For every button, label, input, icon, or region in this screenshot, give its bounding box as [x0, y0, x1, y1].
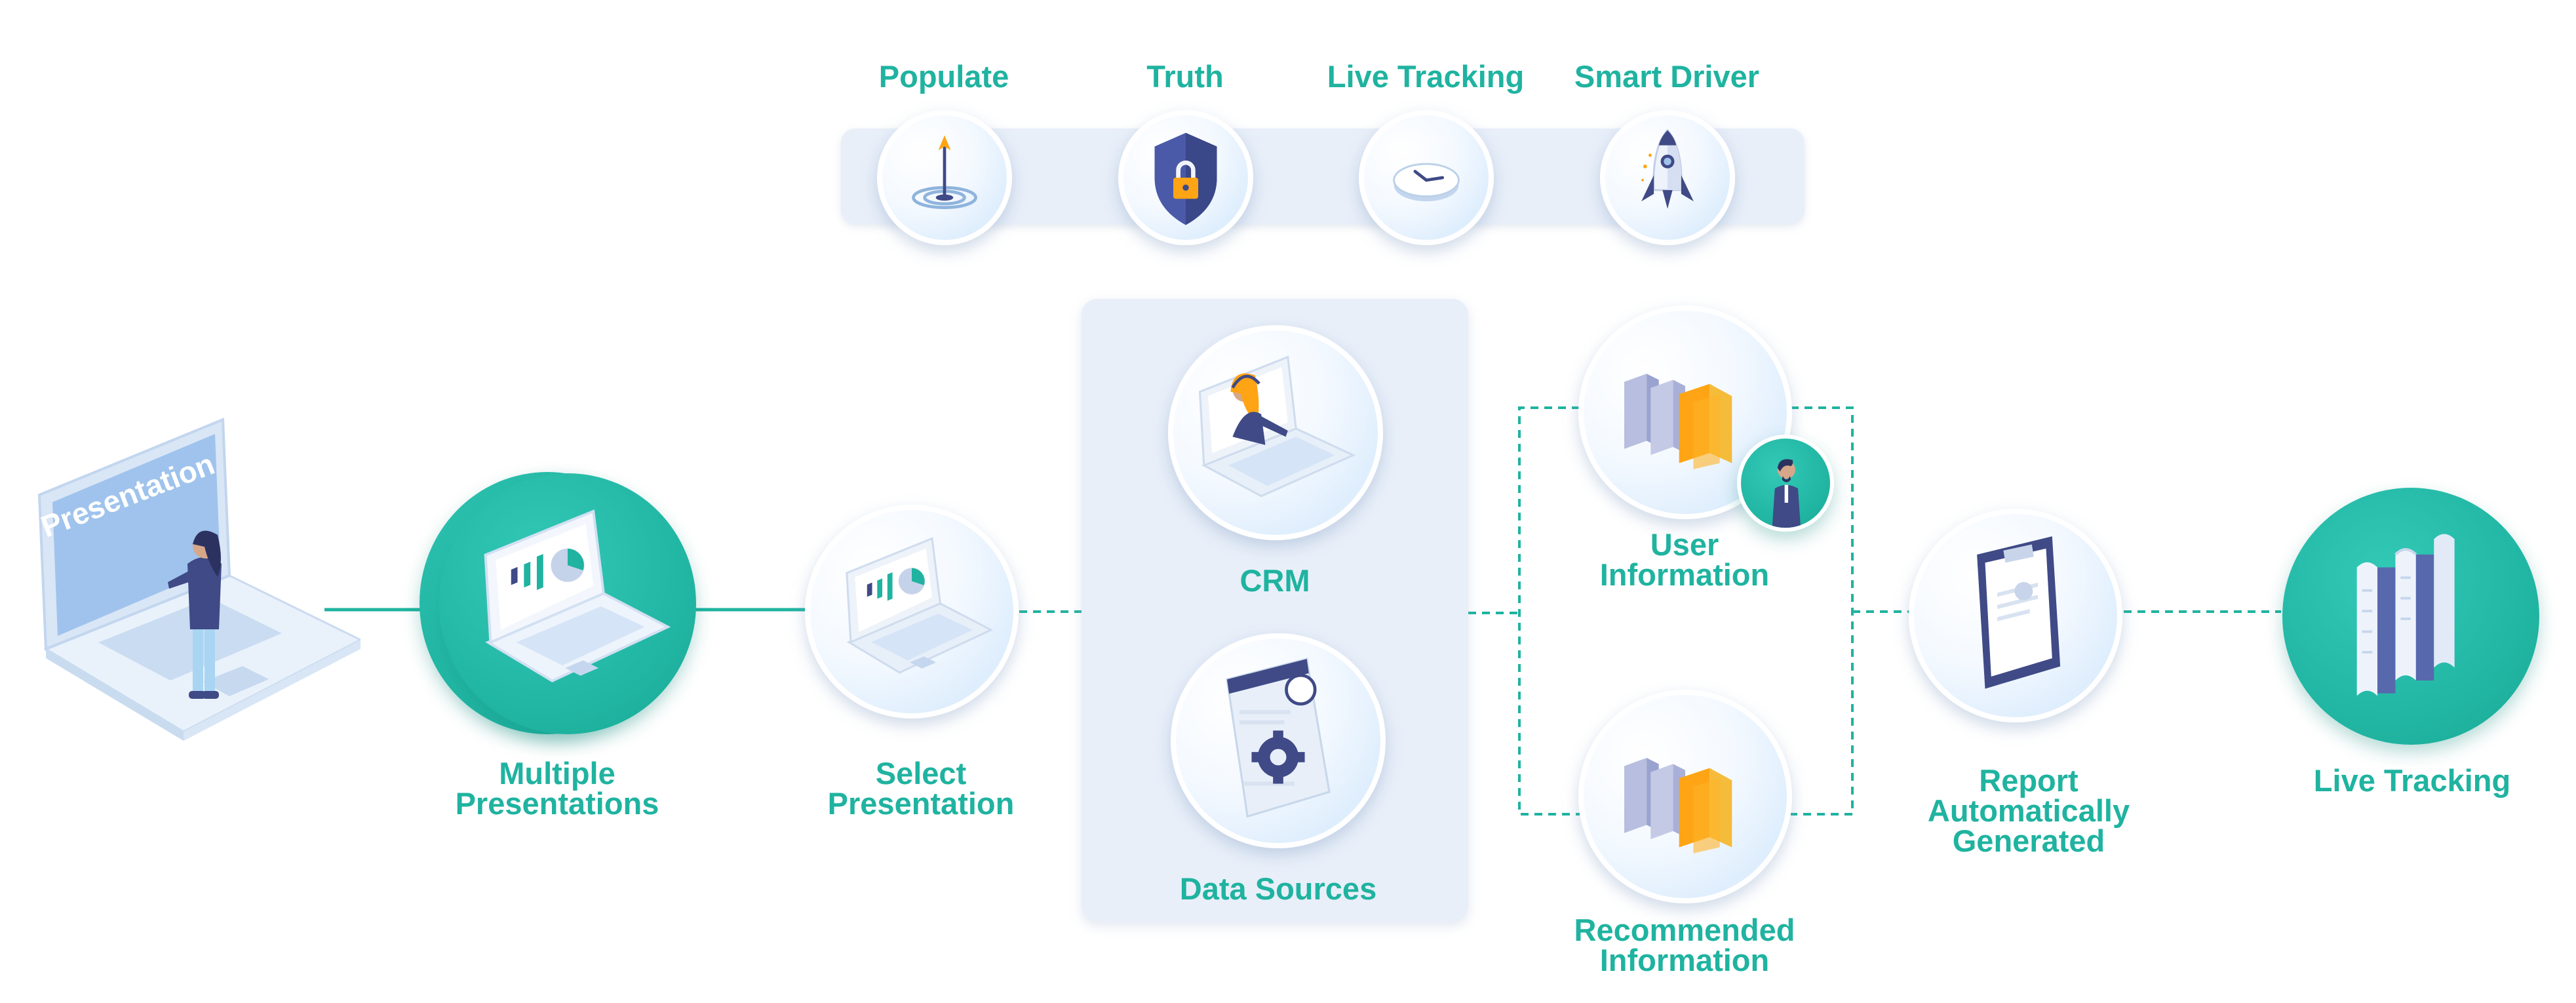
feature-label-truth: Truth — [1146, 59, 1224, 94]
feature-smart-driver — [1600, 110, 1735, 245]
report-circle — [1909, 509, 2122, 722]
binders-icon — [1624, 758, 1732, 854]
laptop-chart-icon — [846, 537, 994, 674]
rocket-icon — [1641, 128, 1694, 209]
branch-left-bracket — [1518, 406, 1580, 816]
recommended-information-circle — [1578, 690, 1792, 903]
laptop-agent-icon — [1198, 355, 1356, 498]
label-live-tracking: Live Tracking — [2313, 763, 2511, 798]
feature-live-tracking — [1359, 110, 1494, 245]
label-report-automatically-generated: Report Automatically Generated — [1927, 763, 2130, 858]
label-select-presentation: Select Presentation — [827, 756, 1015, 821]
document-gear-icon — [1226, 658, 1331, 818]
target-arrow-icon — [912, 135, 977, 209]
feature-truth — [1118, 110, 1253, 245]
multiple-presentations-circle — [439, 473, 696, 734]
feature-populate — [877, 110, 1012, 245]
feature-label-live-tracking: Live Tracking — [1327, 59, 1525, 94]
shield-lock-icon — [1154, 132, 1217, 226]
laptop-chart-icon — [484, 509, 671, 682]
clock-icon — [1393, 163, 1460, 202]
data-sources-circle — [1171, 633, 1386, 848]
clipboard-report-icon — [1977, 536, 2061, 689]
documents-icon — [2356, 534, 2455, 696]
label-data-sources: Data Sources — [1179, 871, 1377, 906]
user-avatar-circle — [1737, 435, 1834, 532]
presentation-laptop-illustration — [37, 418, 361, 741]
label-crm: CRM — [1239, 563, 1310, 598]
binders-icon — [1624, 374, 1732, 469]
label-recommended-information: Recommended Information — [1574, 913, 1795, 977]
feature-label-smart-driver: Smart Driver — [1574, 59, 1760, 94]
user-avatar-icon — [1772, 459, 1801, 528]
select-presentation-circle — [805, 505, 1019, 718]
feature-label-populate: Populate — [878, 59, 1009, 94]
label-user-information: User Information — [1599, 527, 1770, 592]
label-multiple-presentations: Multiple Presentations — [455, 756, 659, 821]
live-tracking-circle — [2282, 488, 2539, 745]
crm-circle — [1168, 325, 1383, 540]
